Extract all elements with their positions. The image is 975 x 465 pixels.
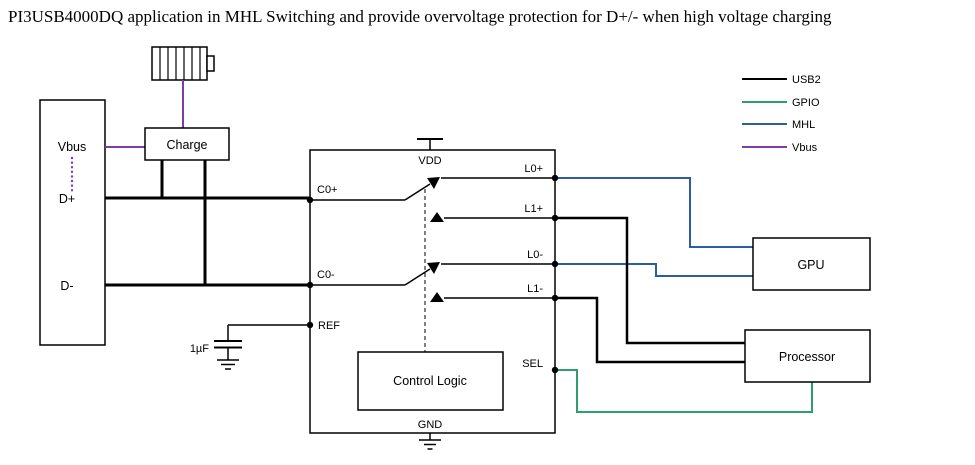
usb-connector-block: [39, 99, 106, 346]
l1n-contact-icon: [430, 292, 444, 302]
l1p-pin-dot: [551, 214, 559, 222]
l0n-pin-dot: [551, 260, 559, 268]
ic-ground-icon: [419, 433, 441, 450]
control-logic-label: Control Logic: [393, 374, 467, 388]
gpu-block: [752, 237, 871, 291]
capacitor-icon: [214, 325, 242, 360]
legend-label-vbus: Vbus: [792, 142, 818, 154]
diagram-title: PI3USB4000DQ application in MHL Switchin…: [8, 7, 832, 26]
l1n-pin-dot: [551, 294, 559, 302]
l1n-label: L1-: [527, 283, 543, 295]
ref-label: REF: [318, 320, 340, 332]
dplus-pin-label: D+: [59, 192, 75, 206]
c0p-label: C0+: [317, 184, 338, 196]
processor-block: [744, 329, 871, 383]
dminus-pin-label: D-: [60, 279, 73, 293]
l1p-label: L1+: [524, 203, 543, 215]
charge-label: Charge: [167, 138, 208, 152]
legend-label-gpio: GPIO: [792, 97, 820, 109]
capacitor-ground-icon: [217, 359, 239, 370]
l0p-label: L0+: [524, 163, 543, 175]
legend-label-mhl: MHL: [792, 119, 815, 131]
l0p-pin-dot: [551, 174, 559, 182]
control-logic-block: [357, 351, 504, 411]
usb2-wire-l1n: [555, 296, 745, 364]
sel-pin-dot: [551, 366, 559, 374]
l0n-label: L0-: [527, 249, 543, 261]
switch-arm-bottom: [404, 268, 431, 286]
processor-label: Processor: [779, 350, 835, 364]
switch-arm-top: [404, 183, 431, 201]
sel-label: SEL: [522, 358, 543, 370]
battery-icon: [151, 46, 215, 81]
legend-label-usb2: USB2: [792, 74, 821, 86]
l1p-contact-icon: [430, 212, 444, 222]
ref-pin-dot: [306, 321, 314, 329]
legend: USB2 GPIO MHL Vbus: [742, 74, 821, 154]
vbus-pin-label: Vbus: [58, 140, 87, 154]
usb2-wire-l1p: [555, 216, 745, 345]
vdd-label: VDD: [418, 155, 441, 167]
vdd-rail-icon: [417, 138, 443, 150]
gpio-wire-sel: [555, 369, 813, 413]
capacitor-label: 1µF: [190, 343, 209, 355]
gpu-label: GPU: [797, 258, 824, 272]
charge-block: [144, 127, 230, 161]
switch-arrow-bottom-icon: [427, 262, 440, 274]
c0n-label: C0-: [317, 269, 335, 281]
mhl-wire-l0p: [555, 177, 753, 248]
c0n-pin-dot: [306, 281, 314, 289]
c0p-pin-dot: [306, 196, 314, 204]
switch-arrow-top-icon: [427, 177, 440, 189]
gnd-label: GND: [418, 419, 443, 431]
mhl-wire-l0n: [555, 263, 753, 277]
